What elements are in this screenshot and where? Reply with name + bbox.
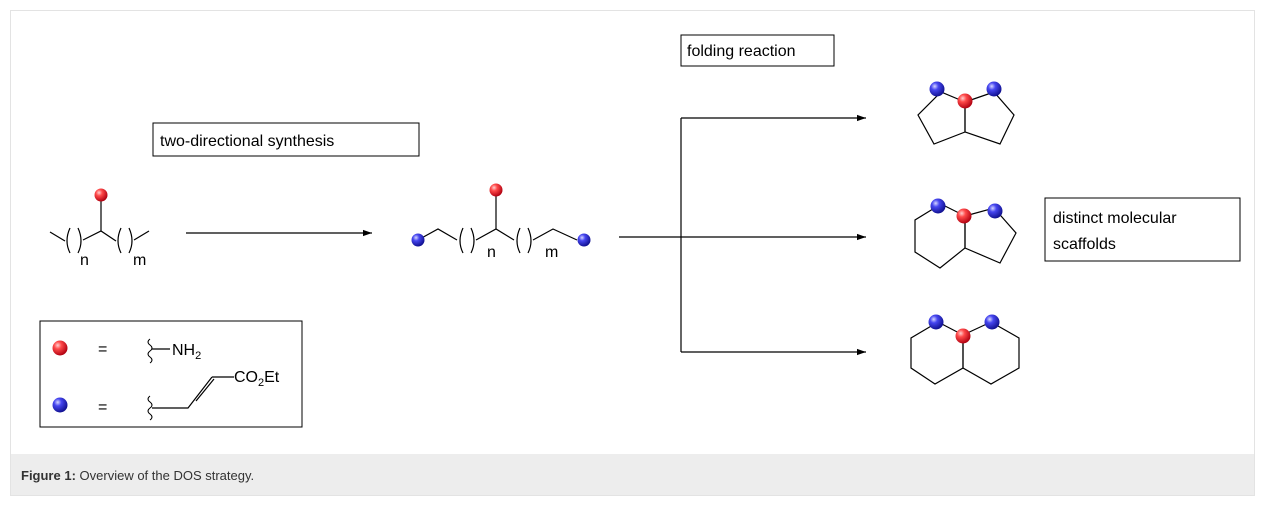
acrylate-sphere bbox=[987, 203, 1003, 219]
legend-blue-sphere bbox=[52, 397, 68, 413]
nh2-label: NH2 bbox=[172, 342, 201, 362]
amine-sphere bbox=[956, 208, 972, 224]
acrylate-chain bbox=[152, 376, 234, 409]
subscript-m: m bbox=[133, 252, 146, 269]
scheme-diagram: n m two-directional synthesis n m foldin… bbox=[39, 34, 1241, 428]
scaffolds-label-line2: scaffolds bbox=[1053, 236, 1116, 253]
acrylate-sphere bbox=[928, 314, 944, 330]
scaffolds-box bbox=[1044, 197, 1241, 262]
starting-material bbox=[49, 200, 150, 254]
legend-box bbox=[39, 320, 303, 428]
legend-equals-red: = bbox=[98, 341, 107, 358]
wavy-bond bbox=[147, 395, 153, 421]
figure-caption: Figure 1: Overview of the DOS strategy. bbox=[21, 468, 254, 483]
subscript-n: n bbox=[80, 252, 89, 269]
folding-box bbox=[680, 34, 835, 67]
legend-equals-blue: = bbox=[98, 399, 107, 416]
amine-sphere bbox=[489, 183, 503, 197]
acrylate-sphere bbox=[930, 198, 946, 214]
acrylate-sphere bbox=[929, 81, 945, 97]
folding-label: folding reaction bbox=[687, 43, 796, 60]
acrylate-sphere bbox=[577, 233, 591, 247]
amine-sphere bbox=[94, 188, 108, 202]
caption-text: Overview of the DOS strategy. bbox=[79, 468, 255, 483]
acrylate-sphere bbox=[411, 233, 425, 247]
co2et-label: CO2Et bbox=[234, 369, 280, 389]
acrylate-sphere bbox=[986, 81, 1002, 97]
two-directional-label: two-directional synthesis bbox=[160, 133, 334, 150]
branch-arrows bbox=[619, 114, 866, 356]
legend-red-sphere bbox=[52, 340, 68, 356]
caption-label: Figure 1: bbox=[21, 468, 76, 483]
wavy-bond bbox=[147, 338, 153, 364]
scaffolds-label-line1: distinct molecular bbox=[1053, 210, 1177, 227]
subscript-m: m bbox=[545, 244, 558, 261]
amine-sphere bbox=[957, 93, 973, 109]
acrylate-sphere bbox=[984, 314, 1000, 330]
subscript-n: n bbox=[487, 244, 496, 261]
intermediate bbox=[417, 195, 578, 254]
caption-bar: Figure 1: Overview of the DOS strategy. bbox=[11, 454, 1254, 495]
two-directional-box bbox=[152, 122, 420, 157]
amine-sphere bbox=[955, 328, 971, 344]
